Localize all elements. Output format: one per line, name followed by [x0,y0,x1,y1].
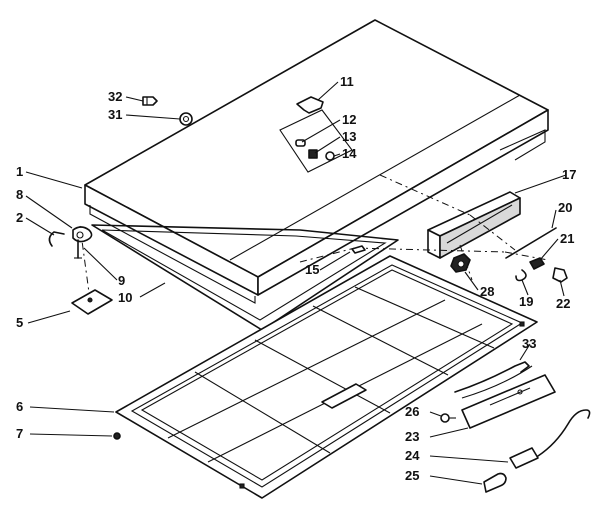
callout-5: 5 [16,315,23,330]
latch-28 [450,253,471,273]
clip-15 [351,245,366,254]
callout-31: 31 [108,107,122,122]
callout-7: 7 [16,426,23,441]
leader-lines [25,81,567,485]
callout-26: 26 [405,404,419,419]
callout-24: 24 [405,448,420,463]
bulb-25 [483,472,507,493]
callout-8: 8 [16,187,23,202]
callout-15: 15 [305,262,319,277]
logo-plate [279,96,353,173]
callout-1: 1 [16,164,23,179]
callout-19: 19 [519,294,533,309]
callout-9: 9 [118,273,125,288]
hook-19 [515,269,527,282]
callout-6: 6 [16,399,23,414]
hinge-plate-5 [71,289,113,315]
callout-labels: 1 2 5 6 7 8 9 10 11 12 13 14 15 17 19 20… [16,74,576,483]
wire-33 [454,361,533,399]
callout-2: 2 [16,210,23,225]
callout-23: 23 [405,429,419,444]
callout-13: 13 [342,129,356,144]
socket-24 [509,409,591,469]
plug-32 [142,96,158,106]
handle-17 [427,191,521,259]
callout-22: 22 [556,296,570,311]
nut-22 [552,267,568,283]
pin-9 [74,239,82,259]
screw-26 [440,413,456,423]
lid [84,19,549,304]
callout-21: 21 [560,231,574,246]
rod-20 [505,227,557,259]
thermostat-23 [461,374,556,429]
callout-14: 14 [342,146,357,161]
spring-2 [48,231,65,247]
lid-liner [91,224,399,331]
callout-10: 10 [118,290,132,305]
callout-20: 20 [558,200,572,215]
callout-25: 25 [405,468,419,483]
spacer-13 [308,149,318,159]
washer-14 [325,151,335,161]
screw-7 [113,432,121,440]
callout-32: 32 [108,89,122,104]
callout-28: 28 [480,284,494,299]
clip-21 [529,257,545,270]
button-31 [179,112,193,126]
callout-12: 12 [342,112,356,127]
cabinet-frame [115,255,538,499]
hinge-8 [72,226,93,243]
callout-33: 33 [522,336,536,351]
callout-11: 11 [340,74,354,89]
callout-17: 17 [562,167,576,182]
